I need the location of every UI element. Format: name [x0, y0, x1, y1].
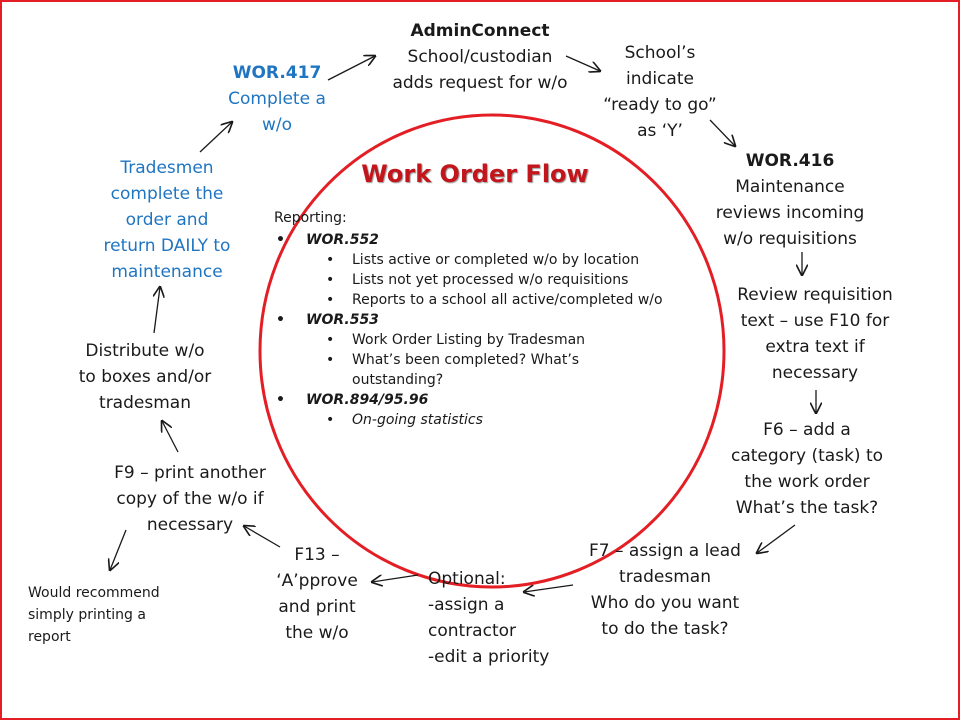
arrow-distribute-to-tradesmen — [154, 287, 160, 334]
node-line: F7 – assign a lead — [589, 541, 741, 561]
report-detail: On-going statistics — [274, 410, 704, 430]
arrow-optional-to-f13 — [372, 574, 419, 582]
node-optional: Optional: -assign a contractor -edit a p… — [428, 566, 578, 670]
node-f7: F7 – assign a lead tradesman Who do you … — [570, 538, 760, 642]
report-detail: Lists active or completed w/o by locatio… — [274, 250, 704, 270]
arrow-ready-to-wor416 — [709, 119, 735, 146]
node-line: category (task) to — [730, 446, 884, 466]
node-f6: F6 – add a category (task) to the work o… — [712, 417, 902, 521]
report-item-wor894: WOR.894/95.96 — [274, 390, 704, 410]
node-line: complete the — [110, 184, 224, 204]
report-detail: Reports to a school all active/completed… — [274, 290, 704, 310]
node-ready-to-go: School’s indicate “ready to go” as ‘Y’ — [580, 40, 740, 144]
node-line: to boxes and/or — [78, 367, 212, 387]
node-line: Review requisition — [737, 285, 893, 305]
node-line: the w/o — [285, 623, 349, 643]
node-line: reviews incoming — [715, 203, 865, 223]
node-line: School/custodian — [407, 47, 553, 67]
node-line: maintenance — [111, 262, 223, 282]
node-line: text – use F10 for — [740, 311, 890, 331]
node-line: order and — [125, 210, 209, 230]
arrow-wor417-to-adminconnect — [327, 56, 375, 81]
node-line: copy of the w/o if — [116, 489, 264, 509]
reporting-section: Reporting: WOR.552 Lists active or compl… — [274, 210, 704, 430]
arrow-tradesmen-to-wor417 — [199, 122, 232, 153]
node-line: F9 – print another — [114, 463, 266, 483]
node-heading: AdminConnect — [410, 21, 550, 41]
node-line: w/o requisitions — [723, 229, 857, 249]
node-line: ‘A’pprove — [276, 571, 358, 591]
node-tradesmen: Tradesmen complete the order and return … — [82, 155, 252, 285]
node-line: Maintenance — [735, 177, 845, 197]
node-line: tradesman — [99, 393, 191, 413]
node-line: as ‘Y’ — [637, 121, 683, 141]
diagram-title: Work Order Flow — [361, 160, 589, 188]
arrow-f9-to-distribute — [162, 421, 179, 453]
node-f13: F13 – ‘A’pprove and print the w/o — [262, 542, 372, 646]
node-wor417: WOR.417 Complete a w/o — [212, 60, 342, 138]
node-line: What’s the task? — [735, 498, 879, 518]
node-line: Distribute w/o — [85, 341, 205, 361]
node-line: return DAILY to — [103, 236, 231, 256]
arrow-f13-to-f9 — [244, 526, 281, 548]
report-detail: What’s been completed? What’s outstandin… — [274, 350, 704, 390]
note-line: simply printing a — [28, 607, 146, 623]
node-line: Optional: — [428, 569, 506, 589]
arrow-adminconnect-to-ready — [565, 55, 600, 71]
node-line: F13 – — [294, 545, 340, 565]
arrow-f9-to-note — [110, 529, 127, 570]
node-line: and print — [278, 597, 356, 617]
node-line: Complete a — [228, 89, 326, 109]
note-line: report — [28, 629, 71, 645]
node-f9: F9 – print another copy of the w/o if ne… — [95, 460, 285, 538]
node-line: the work order — [744, 472, 870, 492]
report-item-wor553: WOR.553 — [274, 310, 704, 330]
report-detail: Lists not yet processed w/o requisitions — [274, 270, 704, 290]
note-line: Would recommend — [28, 585, 160, 601]
node-line: necessary — [146, 515, 234, 535]
node-wor416: WOR.416 Maintenance reviews incoming w/o… — [700, 148, 880, 252]
node-line: w/o — [261, 115, 293, 135]
report-detail: Work Order Listing by Tradesman — [274, 330, 704, 350]
node-line: to do the task? — [601, 619, 729, 639]
report-list: WOR.552 Lists active or completed w/o by… — [274, 230, 704, 430]
node-line: “ready to go” — [603, 95, 717, 115]
node-line: contractor — [428, 621, 516, 641]
node-heading: WOR.416 — [745, 151, 835, 171]
node-heading: WOR.417 — [232, 63, 322, 83]
node-line: extra text if — [765, 337, 865, 357]
reporting-heading: Reporting: — [274, 210, 347, 226]
node-line: Who do you want — [590, 593, 740, 613]
node-line: F6 – add a — [763, 420, 851, 440]
node-line: Tradesmen — [120, 158, 214, 178]
recommendation-note: Would recommend simply printing a report — [28, 582, 208, 648]
arrow-f6-to-f7 — [757, 524, 796, 553]
node-line: -edit a priority — [428, 647, 550, 667]
node-line: tradesman — [619, 567, 711, 587]
node-line: -assign a — [428, 595, 505, 615]
arrow-f7-to-optional — [524, 584, 574, 592]
node-line: adds request for w/o — [392, 73, 568, 93]
node-line: indicate — [626, 69, 694, 89]
node-review-requisition: Review requisition text – use F10 for ex… — [725, 282, 905, 386]
report-item-wor552: WOR.552 — [274, 230, 704, 250]
node-line: School’s — [624, 43, 696, 63]
node-adminconnect: AdminConnect School/custodian adds reque… — [380, 18, 580, 96]
node-distribute: Distribute w/o to boxes and/or tradesman — [60, 338, 230, 416]
node-line: necessary — [771, 363, 859, 383]
